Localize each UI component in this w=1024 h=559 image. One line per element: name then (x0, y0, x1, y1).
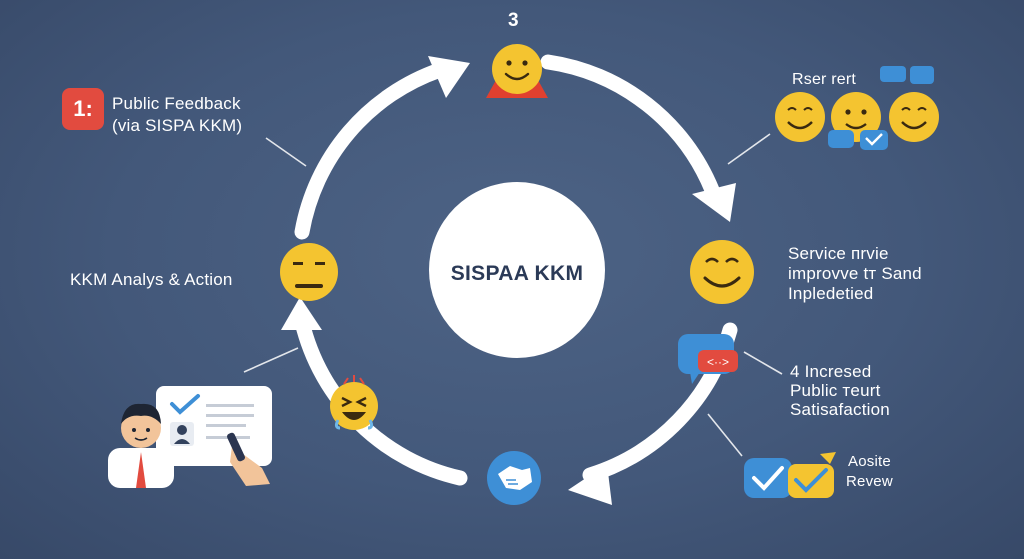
person-icon (108, 403, 174, 488)
laughing-face-icon (330, 375, 378, 430)
research-label: Rser rert (792, 71, 857, 88)
service-label-line3: Inpledetied (788, 284, 874, 303)
step-3-number: 3 (508, 10, 519, 31)
reviewer-emoji-group (775, 66, 939, 150)
review-label-line1: Aosite (848, 453, 891, 470)
service-label-line2: improvve tт Sand (788, 264, 922, 283)
person-with-document (108, 386, 272, 488)
checkmark-badges (744, 452, 836, 498)
chat-bubble-icon (860, 130, 888, 150)
satisfaction-label-line2: Public тeurt (790, 381, 881, 400)
arrow-top-right (540, 54, 720, 198)
neutral-face-icon (280, 243, 338, 301)
checkmark-icon (170, 394, 200, 415)
center-circle (429, 182, 605, 358)
arrowhead-right (692, 183, 736, 222)
handshake-icon (487, 451, 541, 505)
analysis-action-label: KKM Analys & Action (70, 270, 233, 289)
service-label-line1: Service пrvie (788, 244, 889, 263)
review-label-line2: Revew (846, 473, 893, 490)
arrow-left-upper (294, 62, 448, 240)
center-title: SISPAA KKM (450, 262, 584, 285)
chat-bubble-icon: <··> (678, 334, 738, 384)
top-smiley-icon (486, 44, 548, 98)
smiley-icon (889, 92, 939, 142)
chat-bubble-icon (910, 66, 934, 84)
arrowhead-left (281, 297, 322, 330)
arrowhead-top (428, 56, 470, 98)
arrowhead-bottom (568, 464, 612, 505)
step-1-badge: 1: (62, 88, 104, 130)
satisfaction-label-line3: Satisafaction (790, 400, 890, 419)
chat-bubble-icon (880, 66, 906, 82)
chat-bubble-icon (828, 130, 854, 148)
connector-lines (243, 133, 783, 457)
public-feedback-label: Public Feedback (112, 94, 241, 113)
cycle-arrowheads (281, 56, 736, 505)
arrow-bottom-left (294, 314, 468, 486)
right-smiley-icon (690, 240, 754, 304)
satisfaction-label-line1: 4 Incresed (790, 362, 872, 381)
bubble-dots: <··> (707, 355, 729, 369)
smiley-icon (831, 92, 881, 142)
public-feedback-sub-label: (via SISPA KKM) (112, 116, 243, 135)
checkmark-icon (744, 458, 792, 498)
smiley-icon (775, 92, 825, 142)
